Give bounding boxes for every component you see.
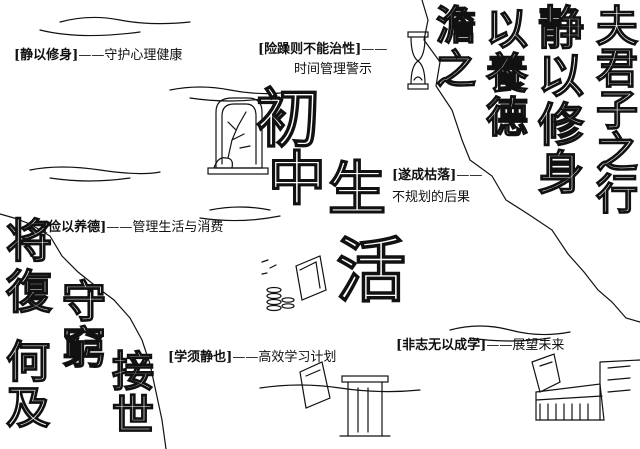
bracket-open: [ — [42, 220, 49, 235]
bracket-close: ] — [355, 42, 362, 57]
cloud-swirl-lower — [259, 384, 421, 393]
bracket-close: ] — [100, 220, 107, 235]
calligraphy-col-left-4: 接 世 — [111, 347, 158, 441]
building-icon — [535, 359, 640, 421]
calligraphy-col-right-4: 澹 之 — [435, 2, 480, 93]
book-icon — [295, 255, 327, 301]
coins-icon — [261, 259, 295, 312]
abacus-icon — [339, 375, 391, 437]
callig-char: 澹 — [435, 2, 476, 49]
label-key: 遂成枯落 — [398, 168, 451, 183]
calligraphy-col-left-1: 将 復 — [5, 214, 56, 319]
callig-char: 静 — [537, 1, 584, 55]
label-withering-desc: 不规划的后果 — [392, 190, 471, 205]
callig-char: 身 — [537, 145, 584, 200]
flying-paper-icon — [531, 353, 561, 393]
label-key: 险躁则不能治性 — [264, 42, 356, 57]
label-key: 俭以养德 — [48, 220, 101, 235]
label-dash: —— — [232, 350, 259, 365]
label-key: 静以修身 — [20, 48, 73, 63]
callig-char: 夫 — [595, 2, 639, 51]
callig-char: 行 — [595, 170, 639, 219]
label-impatience: [险躁则不能治性]—— — [258, 38, 387, 57]
label-desc: 管理生活与消费 — [132, 220, 224, 235]
hourglass-icon — [407, 31, 429, 90]
callig-char: 之 — [595, 128, 639, 177]
label-dash: —— — [78, 48, 105, 63]
callig-char: 之 — [435, 46, 476, 93]
label-ambition: [非志无以成学]——展望未来 — [396, 334, 564, 353]
label-desc: 展望未来 — [512, 338, 565, 353]
bracket-close: ] — [480, 338, 487, 353]
callig-char: 子 — [595, 86, 639, 135]
label-dash: —— — [361, 42, 388, 57]
callig-char: 以 — [485, 5, 529, 54]
label-key: 非志无以成学 — [402, 338, 481, 353]
calligraphy-col-right-3: 以 養 德 — [485, 5, 532, 143]
callig-char: 以 — [537, 49, 584, 104]
torn-edge-bottom-left — [0, 213, 167, 449]
callig-char: 守 — [61, 277, 106, 328]
cloud-swirl-right — [449, 325, 571, 342]
label-desc: 守护心理健康 — [104, 48, 183, 63]
callig-char: 修 — [537, 97, 584, 152]
cloud-swirl-mid — [199, 206, 281, 222]
window-plant-icon — [207, 97, 269, 175]
callig-char: 接 — [111, 347, 155, 396]
bracket-close: ] — [450, 168, 457, 183]
label-withering: [遂成枯落]—— — [392, 164, 482, 183]
title-char-sheng: 生 — [327, 155, 387, 223]
label-desc: 高效学习计划 — [258, 350, 337, 365]
calligraphy-col-left-3: 何 及 — [5, 337, 54, 435]
calligraphy-col-right-2: 静 以 修 身 — [537, 1, 588, 200]
bracket-close: ] — [226, 350, 233, 365]
bracket-close: ] — [72, 48, 79, 63]
cloud-swirl-top-left — [39, 16, 191, 37]
callig-char: 何 — [5, 337, 50, 388]
callig-char: 窮 — [61, 323, 106, 375]
label-dash: —— — [106, 220, 133, 235]
bracket-open: [ — [392, 168, 399, 183]
callig-char: 君 — [595, 44, 639, 93]
bracket-open: [ — [14, 48, 21, 63]
callig-char: 将 — [5, 214, 52, 268]
callig-char: 及 — [5, 383, 50, 435]
title-char-huo: 活 — [335, 229, 406, 312]
callig-char: 養 — [485, 49, 529, 99]
bracket-open: [ — [258, 42, 265, 57]
paper-icon — [299, 361, 331, 409]
label-self-cultivation: [静以修身]——守护心理健康 — [14, 44, 182, 63]
cloud-swirl-mid-left — [29, 166, 161, 182]
label-frugality: [俭以养德]——管理生活与消费 — [42, 216, 223, 235]
callig-char: 世 — [111, 391, 155, 441]
bracket-open: [ — [168, 350, 175, 365]
label-learning: [学须静也]——高效学习计划 — [168, 346, 336, 365]
label-key: 学须静也 — [174, 350, 227, 365]
torn-edge-top-right — [421, 0, 640, 323]
label-dash: —— — [486, 338, 513, 353]
callig-char: 復 — [5, 264, 52, 319]
label-dash: —— — [456, 168, 483, 183]
calligraphy-col-left-2: 守 窮 — [61, 277, 110, 375]
cloud-swirl-top-center — [169, 86, 291, 102]
callig-char: 德 — [485, 93, 529, 143]
title-char-chu: 初 — [255, 82, 320, 157]
label-impatience-desc: 时间管理警示 — [294, 62, 373, 77]
calligraphy-col-right-1: 夫 君 子 之 行 — [595, 2, 640, 219]
title-char-zhong: 中 — [267, 145, 327, 213]
bracket-open: [ — [396, 338, 403, 353]
